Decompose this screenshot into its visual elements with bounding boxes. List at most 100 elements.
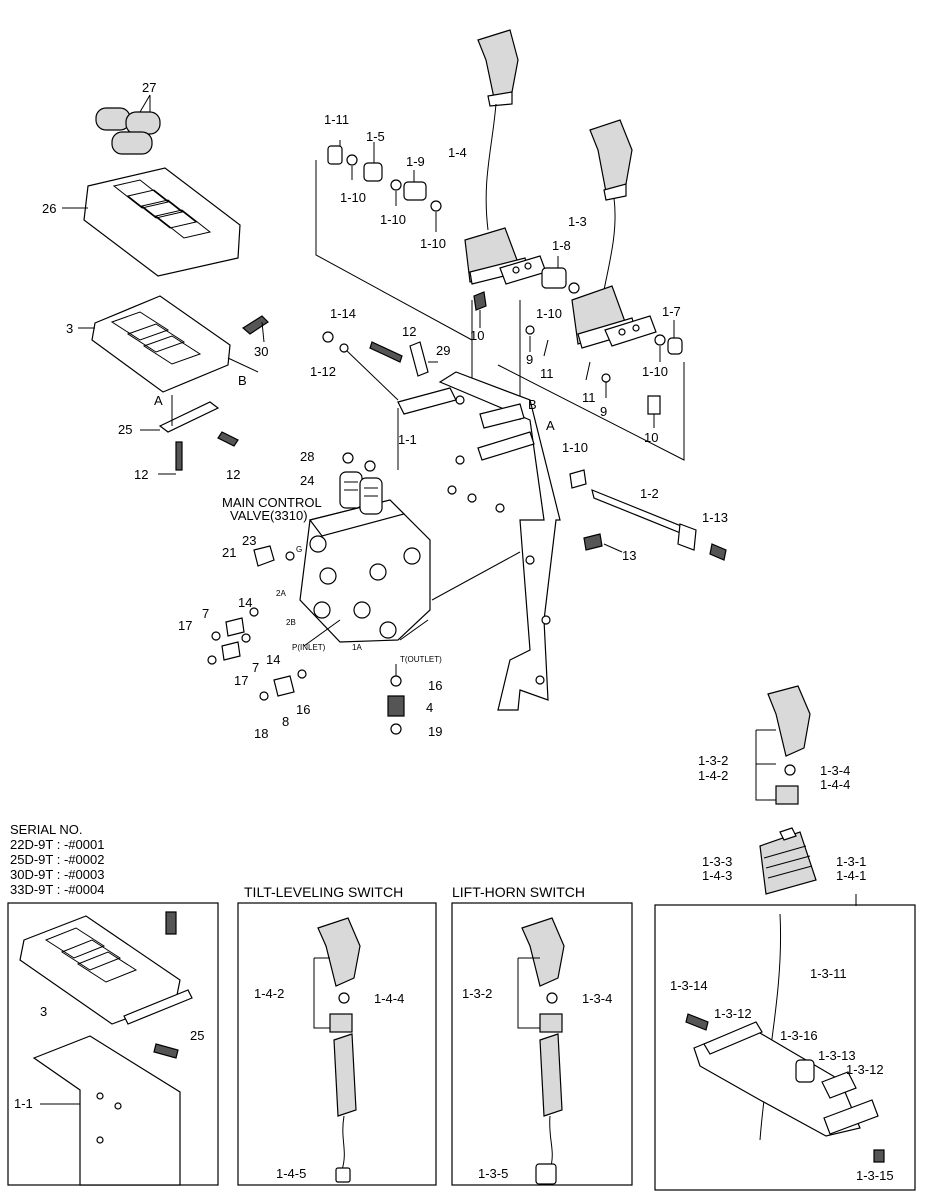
box4-label-1-3-12-b: 1-3-12 <box>846 1062 884 1077</box>
label-1-10-f: 1-10 <box>562 440 588 455</box>
label-1-10-b: 1-10 <box>380 212 406 227</box>
box3-label-1-3-5: 1-3-5 <box>478 1166 508 1181</box>
detail-box-labels: TILT-LEVELING SWITCH LIFT-HORN SWITCH 3 … <box>14 884 894 1183</box>
serial-line-2: 25D-9T : -#0002 <box>10 852 104 867</box>
label-B-left: B <box>238 373 247 388</box>
box1-label-25: 25 <box>190 1028 204 1043</box>
lever-base-box <box>654 904 916 1191</box>
label-1-10-e: 1-10 <box>642 364 668 379</box>
tilt-leveling-title: TILT-LEVELING SWITCH <box>244 884 403 900</box>
label-1-9: 1-9 <box>406 154 425 169</box>
label-1-7: 1-7 <box>662 304 681 319</box>
label-1-4: 1-4 <box>448 145 467 160</box>
label-1-3-1: 1-3-1 <box>836 854 866 869</box>
box2-label-1-4-4: 1-4-4 <box>374 991 404 1006</box>
label-14-b: 14 <box>266 652 280 667</box>
label-valve-line1: MAIN CONTROL <box>222 495 322 510</box>
label-9-a: 9 <box>526 352 533 367</box>
serial-heading: SERIAL NO. <box>10 822 82 837</box>
label-port-1A: 1A <box>352 643 362 652</box>
box4-label-1-3-14: 1-3-14 <box>670 978 708 993</box>
box4-label-1-3-16: 1-3-16 <box>780 1028 818 1043</box>
part-number-labels: 27 26 3 30 B A 25 12 12 1-11 1-5 1-9 1-1… <box>42 80 866 883</box>
label-19: 19 <box>428 724 442 739</box>
lift-horn-box <box>451 902 633 1186</box>
label-23: 23 <box>242 533 256 548</box>
label-1-3-3: 1-3-3 <box>702 854 732 869</box>
label-1-11: 1-11 <box>324 112 349 127</box>
label-1-13: 1-13 <box>702 510 728 525</box>
box2-label-1-4-2: 1-4-2 <box>254 986 284 1001</box>
label-1-4-2-a: 1-4-2 <box>698 768 728 783</box>
label-1-12: 1-12 <box>310 364 336 379</box>
tilt-leveling-box <box>237 902 437 1186</box>
serial-line-1: 22D-9T : -#0001 <box>10 837 104 852</box>
label-13: 13 <box>622 548 636 563</box>
label-port-inlet: P(INLET) <box>292 643 326 652</box>
label-A-center: A <box>546 418 555 433</box>
label-1-3-4-a: 1-3-4 <box>820 763 850 778</box>
label-9-b: 9 <box>600 404 607 419</box>
label-28: 28 <box>300 449 314 464</box>
label-11-a: 11 <box>540 366 554 381</box>
box4-label-1-3-11: 1-3-11 <box>810 966 847 981</box>
label-16-b: 16 <box>296 702 310 717</box>
label-1-3-2-a: 1-3-2 <box>698 753 728 768</box>
serial-number-block: SERIAL NO. 22D-9T : -#0001 25D-9T : -#00… <box>10 822 104 897</box>
lever-1-3-assembly <box>497 119 685 461</box>
label-1-2: 1-2 <box>640 486 659 501</box>
label-1-4-1: 1-4-1 <box>836 868 866 883</box>
box3-label-1-3-4: 1-3-4 <box>582 991 612 1006</box>
label-7-a: 7 <box>202 606 209 621</box>
label-1-10-d: 1-10 <box>536 306 562 321</box>
label-1-4-4-a: 1-4-4 <box>820 777 850 792</box>
label-12-b: 12 <box>226 467 240 482</box>
serial-detail-box <box>7 902 219 1186</box>
floor-mat-assembly <box>62 94 269 475</box>
serial-line-4: 33D-9T : -#0004 <box>10 882 104 897</box>
label-1-14: 1-14 <box>330 306 356 321</box>
knob-exploded-assembly <box>755 685 857 906</box>
label-17-a: 17 <box>178 618 192 633</box>
box1-label-3: 3 <box>40 1004 47 1019</box>
label-11-b: 11 <box>582 390 596 405</box>
label-4: 4 <box>426 700 433 715</box>
label-port-G: G <box>296 545 302 554</box>
label-valve-line2: VALVE(3310) <box>230 508 308 523</box>
label-29: 29 <box>436 343 450 358</box>
lever-1-4-assembly <box>315 29 547 420</box>
label-1-5: 1-5 <box>366 129 385 144</box>
main-control-valve <box>207 452 431 735</box>
label-1-8: 1-8 <box>552 238 571 253</box>
box2-label-1-4-5: 1-4-5 <box>276 1166 306 1181</box>
label-3: 3 <box>66 321 73 336</box>
box4-label-1-3-12-a: 1-3-12 <box>714 1006 752 1021</box>
label-17-b: 17 <box>234 673 248 688</box>
label-7-b: 7 <box>252 660 259 675</box>
main-bracket-assembly <box>322 331 727 711</box>
label-25: 25 <box>118 422 132 437</box>
label-1-4-3: 1-4-3 <box>702 868 732 883</box>
label-16-a: 16 <box>428 678 442 693</box>
box4-label-1-3-15: 1-3-15 <box>856 1168 894 1183</box>
label-10-b: 10 <box>644 430 658 445</box>
box1-label-1-1: 1-1 <box>14 1096 33 1111</box>
label-27: 27 <box>142 80 156 95</box>
label-port-2B: 2B <box>286 618 296 627</box>
label-21: 21 <box>222 545 236 560</box>
label-26: 26 <box>42 201 56 216</box>
box4-label-1-3-13: 1-3-13 <box>818 1048 856 1063</box>
label-8: 8 <box>282 714 289 729</box>
label-18: 18 <box>254 726 268 741</box>
label-A-left: A <box>154 393 163 408</box>
label-1-10-a: 1-10 <box>340 190 366 205</box>
label-12-c: 12 <box>402 324 416 339</box>
label-B-center: B <box>528 397 537 412</box>
label-1-3: 1-3 <box>568 214 587 229</box>
label-12-a: 12 <box>134 467 148 482</box>
label-1-1: 1-1 <box>398 432 417 447</box>
label-port-outlet: T(OUTLET) <box>400 655 442 664</box>
label-10-a: 10 <box>470 328 484 343</box>
label-port-2A: 2A <box>276 589 286 598</box>
label-24: 24 <box>300 473 314 488</box>
